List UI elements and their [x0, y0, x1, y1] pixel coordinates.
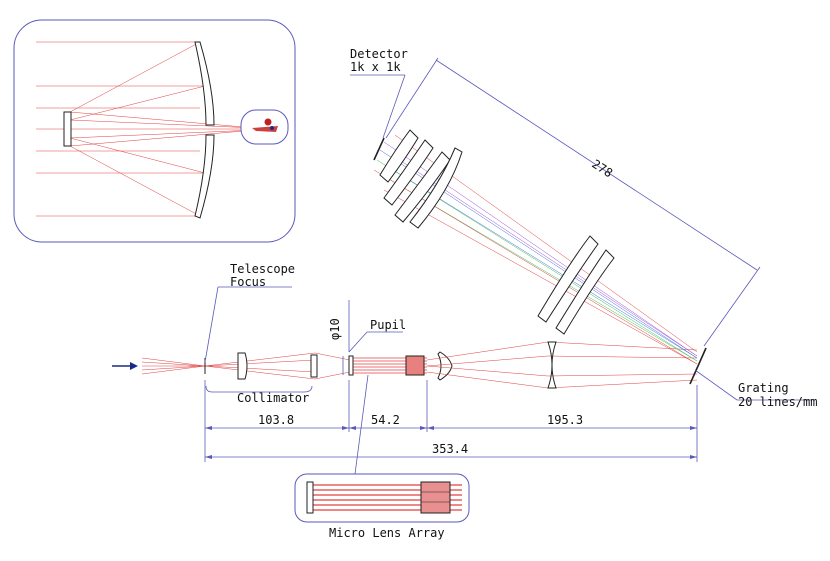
dimension-103-8: 103.8 [258, 413, 294, 427]
detector-plane [373, 137, 385, 161]
pupil-label: Pupil [370, 318, 406, 332]
pupil-stop [348, 355, 354, 376]
dimension-54-2: 54.2 [371, 413, 400, 427]
collimator-lens-1 [237, 352, 248, 380]
micro-lens-leader [354, 374, 369, 475]
focus-detail-icon [252, 118, 278, 132]
pupil-leader [348, 331, 368, 353]
camera-lens-large-2 [555, 249, 615, 335]
detector-leader [382, 74, 406, 139]
camera-lens-large-1 [537, 235, 599, 323]
collimator-lens-2 [310, 354, 318, 378]
micro-lens-block [405, 355, 425, 376]
pupil-diameter-label: φ10 [328, 318, 342, 340]
micro-lens-array-label: Micro Lens Array [329, 526, 445, 540]
micro-lens-array-element [420, 481, 451, 514]
grating-label-2: 20 lines/mm [738, 395, 817, 409]
collimator-label: Collimator [237, 391, 309, 405]
input-beam [112, 352, 351, 380]
grating-label-1: Grating [738, 381, 789, 395]
primary-mirror-upper [194, 41, 215, 126]
detector-lens-1 [379, 129, 419, 183]
focus-detail-bubble [240, 109, 289, 145]
dimension-353-4: 353.4 [432, 442, 468, 456]
diffraction-grating [689, 347, 707, 385]
bottom-dimension-lines [204, 380, 698, 462]
micro-lens-inset [294, 473, 470, 523]
telescope-inset [13, 19, 296, 243]
relay-to-grating-rays [426, 341, 698, 389]
detector-lens-4 [409, 147, 463, 229]
primary-mirror-lower [194, 134, 215, 219]
diffracted-rays [373, 134, 698, 365]
dimension-195-3: 195.3 [547, 413, 583, 427]
relay-lens [437, 351, 453, 381]
camera-field-lens [547, 341, 557, 389]
detector-label-2: 1k x 1k [350, 60, 401, 74]
telescope-focus-label-1: Telescope [230, 262, 295, 276]
collimator-bracket [205, 385, 313, 393]
secondary-mirror [63, 111, 72, 147]
detector-label-1: Detector [350, 47, 408, 61]
telescope-inset-frame [13, 19, 296, 243]
detector-lens-2 [383, 139, 434, 206]
dimension-278-label: 278 [589, 157, 615, 181]
telescope-inset-rays [36, 41, 265, 217]
telescope-focus-leader [204, 286, 219, 363]
telescope-focus-label-2: Focus [230, 275, 266, 289]
arrow-right-icon [130, 362, 138, 370]
grating-leader [694, 369, 738, 401]
